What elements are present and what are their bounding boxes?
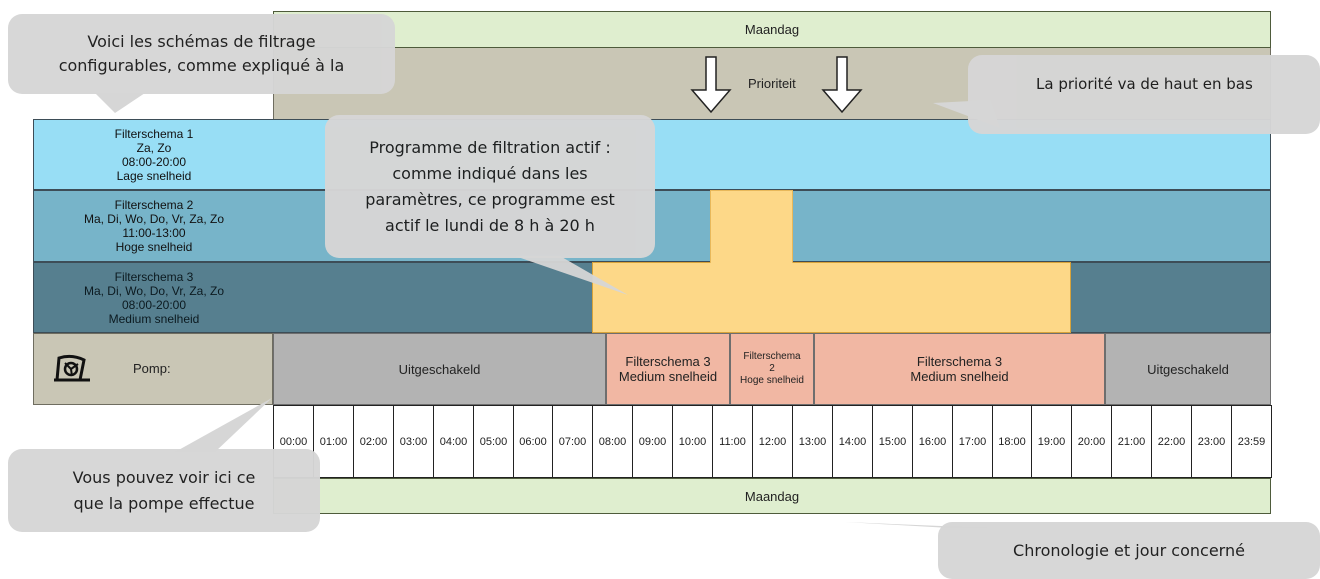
filter-row-3-title: Filterschema 3 (114, 269, 194, 284)
pump-segment: Filterschema 3 Medium snelheid (814, 333, 1105, 405)
filter-row-3-speed: Medium snelheid (108, 311, 200, 326)
time-cell: 09:00 (632, 405, 673, 478)
time-cell: 16:00 (912, 405, 953, 478)
time-cell: 11:00 (712, 405, 753, 478)
pump-segment: Uitgeschakeld (1105, 333, 1271, 405)
time-cell: 21:00 (1111, 405, 1152, 478)
callout-schemas-pointer (95, 93, 145, 113)
time-cell: 23:00 (1191, 405, 1232, 478)
callout-priority: La priorité va de haut en bas (968, 55, 1320, 134)
time-cell: 15:00 (872, 405, 913, 478)
time-cell: 23:59 (1231, 405, 1272, 478)
pump-segment: Filterschema 3 Medium snelheid (606, 333, 730, 405)
time-cell: 12:00 (752, 405, 793, 478)
time-cell: 18:00 (992, 405, 1032, 478)
filter-row-1-label: Filterschema 1 Za, Zo 08:00-20:00 Lage s… (34, 120, 274, 189)
time-cell: 03:00 (393, 405, 434, 478)
filter-row-2-time: 11:00-13:00 (122, 226, 186, 240)
filter-row-1-title: Filterschema 1 (114, 126, 194, 141)
callout-pump-pointer (175, 398, 272, 452)
time-cell: 22:00 (1151, 405, 1192, 478)
callout-schemas: Voici les schémas de filtrage configurab… (8, 14, 395, 94)
filter-row-1-time: 08:00-20:00 (121, 154, 187, 169)
active-block-schema-2 (710, 190, 793, 263)
pump-label: Pomp: (133, 361, 171, 376)
filter-row-1-speed: Lage snelheid (116, 168, 192, 183)
pump-segment: Filterschema 2 Hoge snelheid (730, 333, 814, 405)
pump-fan-icon (50, 354, 94, 384)
day-header-top: Maandag (273, 11, 1271, 48)
time-cell: 08:00 (592, 405, 633, 478)
time-cell: 13:00 (792, 405, 833, 478)
priority-label: Prioriteit (748, 76, 796, 91)
callout-active-program: Programme de filtration actif : comme in… (325, 115, 655, 258)
active-block-schema-3 (592, 262, 1071, 333)
time-cell: 20:00 (1071, 405, 1112, 478)
pump-label-cell: Pomp: (33, 333, 273, 405)
time-cell: 14:00 (832, 405, 873, 478)
filter-row-2-title: Filterschema 2 (114, 198, 194, 212)
time-cell: 17:00 (952, 405, 993, 478)
callout-timeline: Chronologie et jour concerné (938, 522, 1320, 579)
filter-row-2-speed: Hoge snelheid (115, 240, 193, 254)
filter-row-3-time: 08:00-20:00 (121, 297, 187, 312)
time-cell: 06:00 (513, 405, 553, 478)
filter-row-2-days: Ma, Di, Wo, Do, Vr, Za, Zo (83, 212, 225, 226)
filter-row-3-label: Filterschema 3 Ma, Di, Wo, Do, Vr, Za, Z… (34, 263, 274, 332)
time-cell: 04:00 (433, 405, 474, 478)
day-header-bottom: Maandag (273, 478, 1271, 514)
time-cell: 19:00 (1031, 405, 1072, 478)
time-cell: 07:00 (552, 405, 593, 478)
time-cell: 05:00 (473, 405, 514, 478)
time-cell: 02:00 (353, 405, 394, 478)
pump-segment: Uitgeschakeld (273, 333, 606, 405)
time-cell: 10:00 (672, 405, 713, 478)
callout-pump: Vous pouvez voir ici ce que la pompe eff… (8, 449, 320, 532)
filter-row-3-days: Ma, Di, Wo, Do, Vr, Za, Zo (83, 283, 225, 298)
filter-row-1-days: Za, Zo (136, 140, 172, 155)
filter-row-2-label: Filterschema 2 Ma, Di, Wo, Do, Vr, Za, Z… (34, 191, 274, 261)
